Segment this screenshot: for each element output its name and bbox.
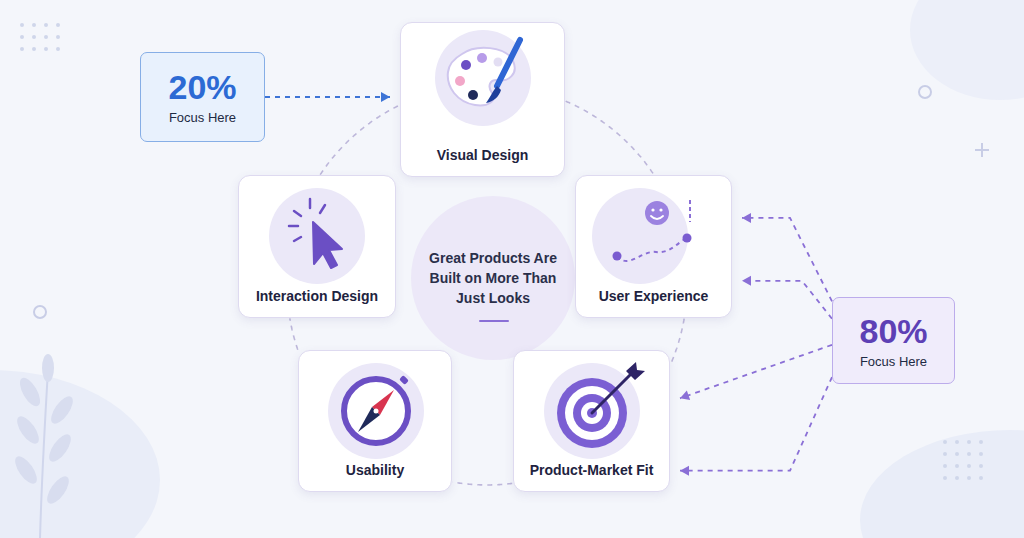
arrow-connector	[680, 345, 832, 398]
topic-card: Usability	[298, 350, 452, 492]
focus-callout: 80% Focus Here	[832, 297, 955, 384]
topic-card: Interaction Design	[238, 175, 396, 318]
node-label: Product-Market Fit	[530, 461, 654, 479]
arrow-connector	[680, 377, 832, 471]
node-subtext: Focus Here	[860, 353, 927, 371]
ring-connector	[320, 105, 399, 175]
node-label: Usability	[346, 461, 404, 479]
center-circle: Great Products Are Built on More Than Ju…	[410, 195, 576, 361]
focus-callout: 20% Focus Here	[140, 52, 265, 142]
percent-value: 20%	[168, 67, 236, 107]
node-label: Interaction Design	[256, 287, 378, 305]
arrow-connector	[742, 281, 832, 319]
ring-connector	[452, 482, 512, 485]
ring-connector	[566, 101, 654, 175]
node-label: Visual Design	[437, 146, 529, 164]
topic-card: Product-Market Fit	[513, 350, 670, 492]
node-label: User Experience	[599, 287, 709, 305]
topic-card: User Experience	[575, 175, 732, 318]
node-label: Great Products Are Built on More Than Ju…	[429, 248, 557, 308]
topic-card: Visual Design	[400, 22, 565, 177]
ring-connector	[290, 318, 298, 349]
arrow-connector	[742, 218, 832, 301]
node-subtext: Focus Here	[169, 109, 236, 127]
arrow-connector	[265, 96, 390, 98]
ring-connector	[670, 319, 684, 366]
percent-value: 80%	[859, 311, 927, 351]
